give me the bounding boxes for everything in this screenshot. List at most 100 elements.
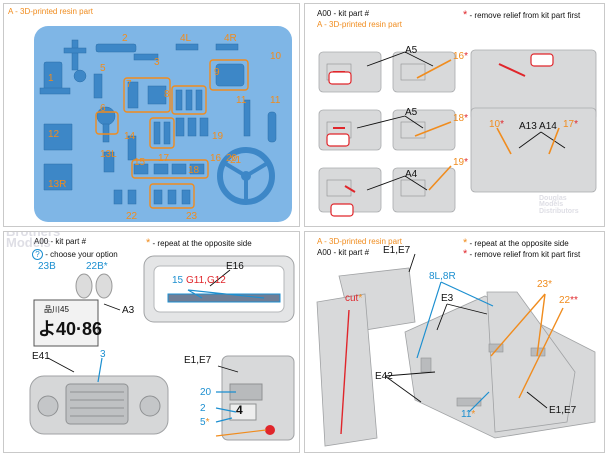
star-icon: * — [464, 157, 469, 168]
part-number: 22B — [86, 261, 104, 272]
kit-part-label: A5 — [405, 107, 418, 118]
part-label: 18 — [188, 165, 200, 176]
cut-badge: cut — [334, 205, 345, 214]
resin-part-label: 16* — [453, 52, 468, 62]
cut-badge: cut — [332, 73, 343, 82]
part-label: 23 — [186, 211, 198, 222]
resin-part-label: 18* — [453, 114, 468, 124]
star-icon: * — [146, 237, 151, 249]
kit-part-label: E41 — [32, 351, 50, 362]
star-icon: * — [464, 113, 469, 124]
remove-relief-legend: * - remove relief from kit part first — [463, 249, 580, 260]
remove-relief-text: - remove relief from kit part first — [469, 250, 581, 259]
panel-door-panels: A00 - kit part # A - 3D-printed resin pa… — [304, 3, 605, 227]
cut-text: cut — [345, 293, 359, 304]
part-number: 18 — [453, 113, 465, 124]
resin-part-label: 11* — [461, 410, 475, 420]
kit-part-label: E16 — [226, 261, 244, 272]
kit-part-legend: A00 - kit part # — [317, 9, 370, 18]
choose-option-text: - choose your option — [45, 250, 118, 259]
part-number: 5 — [200, 417, 206, 428]
part-label: 2 — [122, 33, 128, 44]
part-label: 5 — [100, 63, 106, 74]
resin-part-label: 19* — [453, 158, 468, 168]
part-number: 11 — [461, 409, 472, 420]
kit-part-legend: A00 - kit part # — [317, 248, 370, 257]
part-label: 15 — [134, 157, 146, 168]
part-label: 14 — [124, 131, 136, 142]
star-icon: * — [463, 237, 468, 249]
part-label: 1 — [48, 73, 54, 84]
part-label: 20 — [226, 153, 238, 164]
panel-resin-parts-sheet: A - 3D-printed resin part — [3, 3, 300, 227]
star-icon: * — [463, 248, 468, 260]
repeat-text: - repeat at the opposite side — [469, 239, 569, 248]
resin-part-label: 2 — [200, 403, 206, 414]
kit-part-label: E1,E7 — [549, 405, 577, 416]
resin-part-label: 10* — [489, 120, 504, 130]
cut-label: cut* — [345, 294, 362, 304]
part-label: 11 — [236, 95, 247, 106]
part-number: 16 — [453, 51, 465, 62]
remove-relief-legend: * - remove relief from kit part first — [463, 10, 580, 21]
watermark-logo: SprueBrothersModels — [6, 231, 61, 251]
part-number: 19 — [453, 157, 465, 168]
star-icon: * — [574, 119, 579, 130]
kit-part-label: E1,E7 — [383, 245, 411, 256]
kit-part-label: G11,G12 — [186, 275, 226, 286]
part-label: 13L — [100, 149, 117, 160]
resin-legend: A - 3D-printed resin part — [317, 21, 402, 29]
star-icon: * — [205, 417, 210, 428]
panel-cab-interior: A - 3D-printed resin part A00 - kit part… — [304, 231, 605, 453]
part-label: 19 — [212, 131, 224, 142]
cut-badge: cut — [330, 135, 341, 144]
cab-interior-illustration — [316, 253, 596, 447]
kit-part-label: A13 A14 — [519, 121, 557, 132]
star-icon: * — [103, 261, 108, 272]
resin-legend-text: - 3D-printed resin part — [15, 7, 93, 16]
part-number: 17 — [563, 119, 575, 130]
part-label: 4L — [180, 33, 192, 44]
resin-legend-prefix: A — [317, 237, 322, 246]
part-label: 21 — [230, 155, 242, 166]
part-label: 17 — [158, 153, 170, 164]
repeat-text: - repeat at the opposite side — [152, 239, 252, 248]
front-details-illustration — [29, 255, 295, 441]
star-icon: * — [574, 295, 578, 306]
license-plate-number: よ40·86 — [38, 319, 103, 339]
part-label: 8 — [164, 89, 170, 100]
resin-legend-text: - 3D-printed resin part — [324, 20, 402, 29]
part-number: 22 — [559, 295, 571, 306]
resin-part-label: 23* — [537, 280, 552, 290]
part-number: 23 — [537, 279, 549, 290]
part-label: 7 — [126, 79, 132, 90]
resin-legend: A - 3D-printed resin part — [317, 238, 402, 246]
resin-part-label: 5* — [200, 418, 209, 428]
resin-part-label: 15 — [172, 275, 184, 286]
repeat-legend: * - repeat at the opposite side — [146, 238, 252, 249]
star-icon: * — [463, 9, 468, 21]
resin-part-label: 3 — [100, 349, 106, 360]
option-part-label: 23B — [38, 261, 56, 272]
part-label: 10 — [270, 51, 282, 62]
resin-part-label: 22** — [559, 296, 578, 306]
kit-part-label: A5 — [405, 45, 418, 56]
choose-option-legend: ? - choose your option — [32, 249, 118, 260]
part-label: 13R — [48, 179, 67, 190]
door-panels-illustration — [318, 49, 597, 217]
kit-part-label: E3 — [441, 293, 454, 304]
kit-part-label: E1,E7 — [184, 355, 212, 366]
part-label: 6 — [100, 103, 106, 114]
part-label: 4R — [224, 33, 237, 44]
resin-legend: A - 3D-printed resin part — [8, 8, 93, 16]
kit-part-legend: A00 - kit part # — [34, 237, 87, 246]
resin-part-label: 20 — [200, 387, 212, 398]
part-label: 22 — [126, 211, 138, 222]
resin-legend-prefix: A — [317, 20, 322, 29]
part-label: 9 — [214, 67, 220, 78]
part-number: 10 — [489, 119, 501, 130]
resin-legend-text: - 3D-printed resin part — [324, 237, 402, 246]
star-icon: * — [570, 295, 575, 306]
part-label: 12 — [48, 129, 60, 140]
